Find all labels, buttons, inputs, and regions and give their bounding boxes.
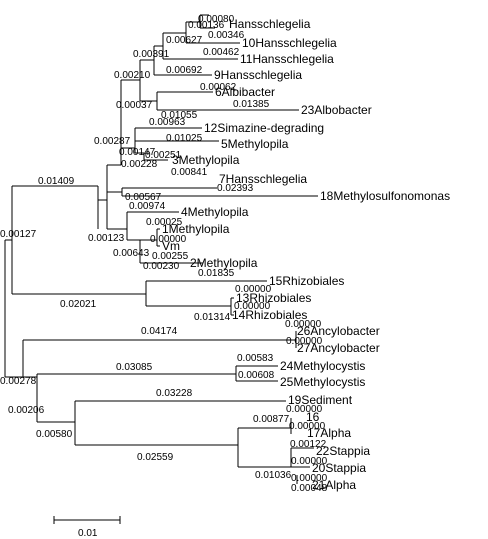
leaf-label: 1Methylopila <box>162 222 230 236</box>
leaf-label: 22Stappia <box>316 444 370 458</box>
branch-length-label: 0.04174 <box>141 326 178 337</box>
leaf-label: 10Hansschlegelia <box>242 36 337 50</box>
branch-length-label: 0.00062 <box>200 82 237 93</box>
leaf-label: 26Ancylobacter <box>297 324 380 338</box>
leaf-label: 3Methylopila <box>172 153 240 167</box>
branch-length-label: 0.00127 <box>0 229 37 240</box>
branch-length-label: 0.00123 <box>88 233 125 244</box>
branch-length-label: 0.00122 <box>290 439 327 450</box>
leaf-label: 21Alpha <box>312 478 356 492</box>
leaf-label: 11Hansschlegelia <box>240 52 334 66</box>
branch-length-label: 0.00580 <box>36 429 73 440</box>
branch-length-label: 0.00000 <box>291 473 328 484</box>
scale-bar <box>53 516 121 524</box>
branch-length-label: 0.00608 <box>238 370 275 381</box>
branch-length-label: 0.00287 <box>94 136 131 147</box>
leaf-label: Hansschlegelia <box>229 17 311 31</box>
leaf-label: 9Hansschlegelia <box>214 68 302 82</box>
leaf-label: 13Rhizobiales <box>236 291 311 305</box>
branch-length-label: 0.00000 <box>150 234 187 245</box>
branch-length-label: 0.00000 <box>234 301 271 312</box>
leaf-label: 2Methylopila <box>190 256 258 270</box>
branch-length-label: 0.00048 <box>291 483 328 494</box>
branch-length-label: 0.00841 <box>171 167 208 178</box>
branch-length-label: 0.03085 <box>116 362 153 373</box>
leaf-label: 27Ancylobacter <box>297 341 380 355</box>
branch-length-label: 0.00255 <box>152 251 189 262</box>
branch-length-labels: 0.00080 0.00136 0.00346 0.00627 0.00462 … <box>0 14 328 494</box>
leaf-label: 12Simazine-degrading <box>204 121 324 135</box>
branch-length-label: 0.00147 <box>119 147 156 158</box>
tree-branches <box>4 14 318 524</box>
branch-length-label: 0.00000 <box>285 319 322 330</box>
leaf-label: 15Rhizobiales <box>269 274 344 288</box>
branch-length-label: 0.02021 <box>60 299 97 310</box>
leaf-labels: Hansschlegelia 10Hansschlegelia 11Hanssc… <box>162 17 450 492</box>
leaf-label: 16 <box>306 410 320 424</box>
branch-length-label: 0.00278 <box>0 376 37 387</box>
branch-length-label: 0.00206 <box>8 405 45 416</box>
branch-length-label: 0.01385 <box>233 99 270 110</box>
leaf-label: 7Hansschlegelia <box>219 172 307 186</box>
branch-length-label: 0.00346 <box>208 30 245 41</box>
branch-length-label: 0.00567 <box>125 192 162 203</box>
branch-length-label: 0.01055 <box>161 110 198 121</box>
branch-length-label: 0.00228 <box>121 159 158 170</box>
leaf-label: 23Albobacter <box>301 103 372 117</box>
branch-length-label: 0.00877 <box>253 414 290 425</box>
branch-length-label: 0.00391 <box>133 49 170 60</box>
branch-length-label: 0.00692 <box>166 65 203 76</box>
leaf-label: 19Sediment <box>288 393 353 407</box>
branch-length-label: 0.00136 <box>188 20 225 31</box>
branch-length-label: 0.00000 <box>291 456 328 467</box>
leaf-label: Vm <box>162 239 180 253</box>
branch-length-label: 0.01025 <box>166 133 203 144</box>
branch-length-label: 0.00251 <box>145 150 182 161</box>
branch-length-label: 0.01835 <box>198 268 235 279</box>
leaf-label: 24Methylocystis <box>280 359 365 373</box>
branch-length-label: 0.01314 <box>194 312 231 323</box>
branch-length-label: 0.00000 <box>286 404 323 415</box>
branch-length-label: 0.00462 <box>203 47 240 58</box>
branch-length-label: 0.00000 <box>235 284 272 295</box>
branch-length-label: 0.01409 <box>38 176 75 187</box>
leaf-label: 25Methylocystis <box>280 375 365 389</box>
branch-length-label: 0.00037 <box>116 100 153 111</box>
branch-length-label: 0.00974 <box>129 201 166 212</box>
leaf-label: 6Albibacter <box>215 85 275 99</box>
branch-length-label: 0.00210 <box>114 70 151 81</box>
branch-length-label: 0.00963 <box>149 117 186 128</box>
leaf-label: 17Alpha <box>307 426 351 440</box>
branch-length-label: 0.00627 <box>166 35 203 46</box>
leaf-label: 4Methylopila <box>181 205 249 219</box>
branch-length-label: 0.00643 <box>113 248 150 259</box>
branch-length-label: 0.00025 <box>146 217 183 228</box>
branch-length-label: 0.00000 <box>286 336 323 347</box>
leaf-label: 14Rhizobiales <box>232 308 307 322</box>
scale-bar-label: 0.01 <box>78 528 98 539</box>
branch-length-label: 0.03228 <box>156 388 193 399</box>
branch-length-label: 0.00080 <box>198 14 235 25</box>
leaf-label: 18Methylosulfonomonas <box>320 189 450 203</box>
leaf-label: 5Methylopila <box>221 137 289 151</box>
branch-length-label: 0.02559 <box>137 452 174 463</box>
leaf-label: 20Stappia <box>312 461 366 475</box>
branch-length-label: 0.00230 <box>143 261 180 272</box>
branch-length-label: 0.02393 <box>217 183 254 194</box>
branch-length-label: 0.01036 <box>255 470 292 481</box>
branch-length-label: 0.00583 <box>237 353 274 364</box>
branch-length-label: 0.00000 <box>289 421 326 432</box>
